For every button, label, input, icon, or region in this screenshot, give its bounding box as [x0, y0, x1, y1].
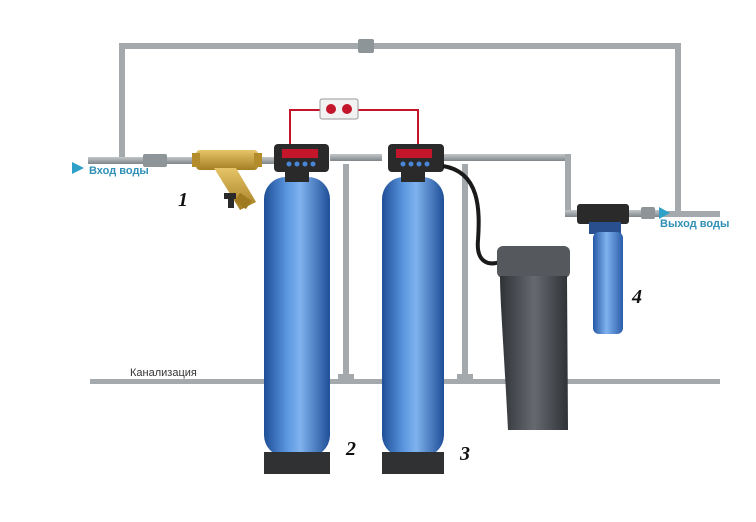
water-out-label: Выход воды [660, 218, 729, 230]
inlet-valve [143, 154, 167, 167]
number-2: 2 [345, 438, 356, 460]
bypass-valve [358, 39, 374, 53]
softener-tank-3 [382, 168, 444, 474]
interlock-wire [289, 98, 419, 146]
outlet-pipe-end [660, 211, 720, 217]
connector-pipe-b [330, 154, 382, 161]
inlet-arrow-icon [72, 162, 84, 174]
brine-tank [497, 246, 570, 430]
control-head-3 [388, 144, 444, 172]
outlet-pipe-top [443, 154, 571, 161]
brine-hose [442, 164, 501, 266]
strainer-filter [192, 150, 262, 210]
cartridge-filter [577, 204, 655, 334]
softener-tank-2 [264, 168, 330, 474]
display-3 [396, 149, 432, 158]
connector-pipe-a [262, 157, 278, 164]
drain-pipes [338, 164, 473, 381]
sewer-label: Канализация [130, 367, 197, 379]
control-head-2 [274, 144, 329, 172]
bypass-pipe [119, 39, 681, 215]
water-in-label: Вход воды [89, 165, 149, 177]
number-1: 1 [178, 189, 188, 211]
outlet-pipe-down [565, 154, 571, 214]
display-2 [282, 149, 318, 158]
number-3: 3 [459, 443, 470, 465]
outlet-arrow-icon [659, 207, 670, 219]
inlet-pipe [88, 154, 278, 167]
number-4: 4 [631, 286, 642, 308]
